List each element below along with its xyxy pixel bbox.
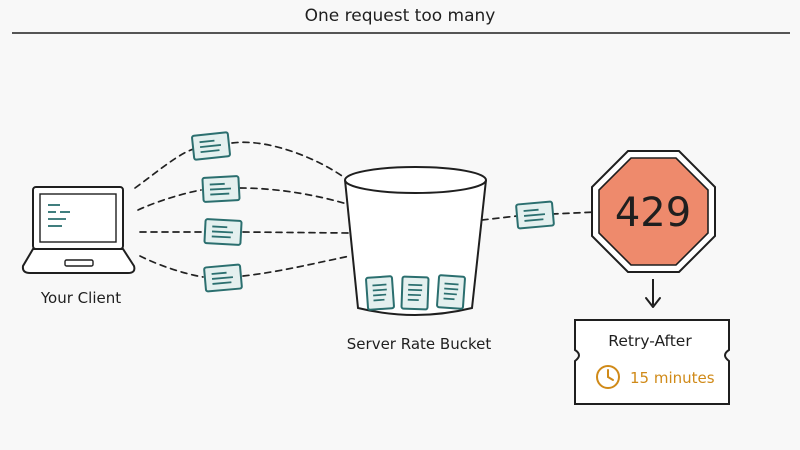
retry-after-label: Retry-After [608,332,692,350]
diagram-title: One request too many [305,6,496,26]
stop-sign-icon [591,150,716,273]
client-label: Your Client [40,289,121,307]
laptop-icon [21,186,136,274]
request-envelope-icon [203,218,243,246]
queued-request-icon [400,275,430,311]
clock-icon [596,365,620,389]
down-arrow-icon [645,279,661,308]
queued-request-icon [435,274,467,310]
request-envelope-icon [201,175,241,203]
retry-after-value: 15 minutes [630,369,715,387]
rejected-request-envelope-icon [515,200,555,230]
request-envelope-icon [203,263,243,293]
request-paths [134,141,597,278]
status-code: 429 [615,190,691,236]
request-envelope-icon [190,131,232,161]
queued-request-icon [364,275,396,311]
bucket-label: Server Rate Bucket [347,335,492,353]
